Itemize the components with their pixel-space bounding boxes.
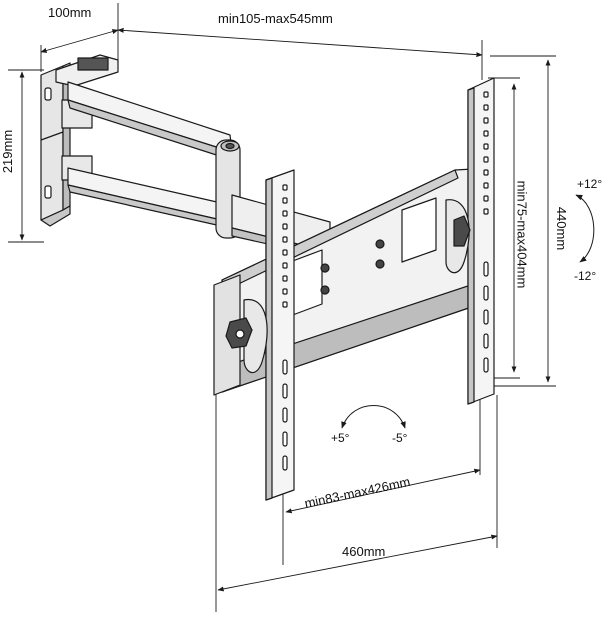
tilt-up-label: +12° (577, 177, 603, 191)
overall-width-label: 460mm (342, 544, 386, 559)
vesa-vertical-label: min75-max404mm (514, 180, 530, 289)
swivel-rotation-arrow (341, 405, 406, 429)
dimension-lines (8, 3, 556, 612)
tilt-down-label: -12° (574, 269, 597, 283)
arm-extension-label: min105-max545mm (218, 11, 333, 26)
left-vesa-bracket (225, 169, 295, 501)
tilt-rotation-arrow (575, 194, 595, 263)
right-vesa-bracket (445, 77, 495, 405)
swivel-left-label: +5° (331, 431, 350, 445)
swing-arms (67, 81, 331, 259)
wall-plate-width-label: 100mm (48, 5, 92, 20)
wall-plate-height-label: 219mm (0, 129, 16, 174)
swivel-right-label: -5° (392, 431, 408, 445)
overall-height-label: 440mm (554, 206, 570, 251)
wall-plate (40, 54, 119, 227)
